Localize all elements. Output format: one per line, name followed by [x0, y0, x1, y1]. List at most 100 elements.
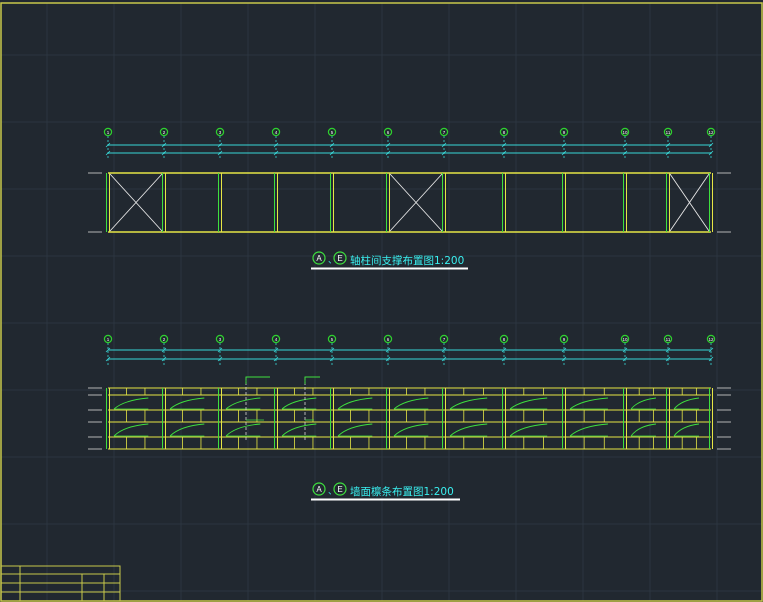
purlin-axis-label: 1 — [107, 337, 110, 342]
purlin-axis-label: 11 — [666, 337, 671, 342]
tie-brace — [169, 397, 205, 410]
bracing-title-group: A 、 E 轴柱间支撑布置图1:200 — [311, 251, 468, 270]
cross-bracing — [389, 173, 443, 232]
purlin-title-group: A 、 E 墙面檩条布置图1:200 — [311, 482, 460, 501]
bracing-dimension-tick — [665, 150, 671, 156]
purlin-dimension-tick — [273, 356, 279, 362]
bracing-axis-label: 3 — [219, 130, 222, 135]
purlin-axis-label: 4 — [275, 337, 278, 342]
bracing-axis-label: 4 — [275, 130, 278, 135]
purlin-dimension-tick — [217, 356, 223, 362]
purlin-axis-bubble — [103, 334, 113, 344]
bracing-axis-bubble — [215, 127, 225, 137]
title-circle-a-1 — [312, 251, 326, 265]
bracing-dimension-tick — [161, 150, 167, 156]
purlin-dimension-tick — [385, 356, 391, 362]
bracing-axis-label: 5 — [331, 130, 334, 135]
svg-text:、: 、 — [328, 256, 337, 266]
purlin-dimension-tick — [501, 356, 507, 362]
svg-text:、: 、 — [328, 487, 337, 497]
tie-brace — [113, 423, 149, 437]
bracing-dimension-tick — [105, 150, 111, 156]
tie-brace — [393, 397, 429, 410]
bracing-axis-label: 2 — [163, 130, 166, 135]
bracing-axis-bubble — [327, 127, 337, 137]
bracing-axis-bubble — [271, 127, 281, 137]
tie-brace — [673, 397, 700, 410]
bracing-title: 轴柱间支撑布置图1:200 — [350, 254, 464, 267]
bracing-axis-bubble — [159, 127, 169, 137]
purlin-dimension-tick — [708, 347, 714, 353]
purlin-axis-label: 9 — [563, 337, 566, 342]
tie-brace — [393, 423, 429, 437]
purlin-axis-label: 3 — [219, 337, 222, 342]
bracing-dimension-tick — [329, 150, 335, 156]
cross-bracing — [669, 173, 710, 232]
purlin-dimension-tick — [665, 356, 671, 362]
tie-brace — [449, 423, 488, 437]
bracing-dimension-tick — [217, 150, 223, 156]
bracing-dimension-tick — [161, 142, 167, 148]
tie-brace — [113, 397, 149, 410]
tie-brace — [509, 423, 548, 437]
purlin-dimension-tick — [622, 356, 628, 362]
purlin-dimension-tick — [105, 356, 111, 362]
bracing-dimension-tick — [708, 150, 714, 156]
bracing-dimension-tick — [622, 150, 628, 156]
bracing-dimension-tick — [441, 150, 447, 156]
tie-brace — [225, 397, 261, 410]
purlin-axis-label: 5 — [331, 337, 334, 342]
purlin-axis-label: 8 — [503, 337, 506, 342]
title-block — [0, 565, 121, 602]
purlin-axis-bubble — [559, 334, 569, 344]
purlin-title: 墙面檩条布置图1:200 — [350, 485, 454, 498]
title-circle-e-1-label: E — [337, 254, 342, 263]
purlin-axis-bubble — [215, 334, 225, 344]
bracing-dimension-tick — [273, 142, 279, 148]
title-circle-a-2 — [312, 482, 326, 496]
purlin-axis-bubble — [620, 334, 630, 344]
bracing-axis-bubble — [383, 127, 393, 137]
purlin-dimension-tick — [501, 347, 507, 353]
bracing-axis-bubble — [439, 127, 449, 137]
tie-brace — [281, 423, 317, 437]
purlin-dimension-tick — [441, 356, 447, 362]
purlin-dimension-tick — [441, 347, 447, 353]
bracing-dimension-tick — [665, 142, 671, 148]
opening-leader — [245, 376, 270, 384]
background-grid — [1, 3, 762, 601]
bracing-dimension-tick — [501, 142, 507, 148]
bracing-axis-label: 7 — [443, 130, 446, 135]
bracing-axis-label: 6 — [387, 130, 390, 135]
bracing-axis-bubble — [103, 127, 113, 137]
tie-brace — [337, 423, 373, 437]
bracing-axis-bubble — [663, 127, 673, 137]
tie-brace — [169, 423, 205, 437]
tie-brace — [630, 397, 657, 410]
purlin-axis-label: 2 — [163, 337, 166, 342]
cross-bracing — [109, 173, 163, 232]
purlin-axis-label: 12 — [708, 337, 714, 342]
purlin-dimension-tick — [665, 347, 671, 353]
bracing-dimension-tick — [441, 142, 447, 148]
bracing-axis-label: 12 — [708, 130, 714, 135]
purlin-axis-bubble — [327, 334, 337, 344]
purlin-dimension-tick — [622, 347, 628, 353]
purlin-axis-bubble — [271, 334, 281, 344]
bracing-dimension-tick — [385, 150, 391, 156]
title-circle-a-2-label: A — [316, 485, 322, 494]
purlin-axis-label: 10 — [622, 337, 628, 342]
tie-brace — [569, 423, 608, 437]
bracing-axis-label: 10 — [622, 130, 628, 135]
bracing-axis-bubble — [620, 127, 630, 137]
purlin-dimension-tick — [161, 356, 167, 362]
purlin-dimension-tick — [105, 347, 111, 353]
bracing-axis-label: 8 — [503, 130, 506, 135]
bracing-dimension-tick — [501, 150, 507, 156]
bracing-dimension-tick — [561, 142, 567, 148]
purlin-axis-bubble — [706, 334, 716, 344]
